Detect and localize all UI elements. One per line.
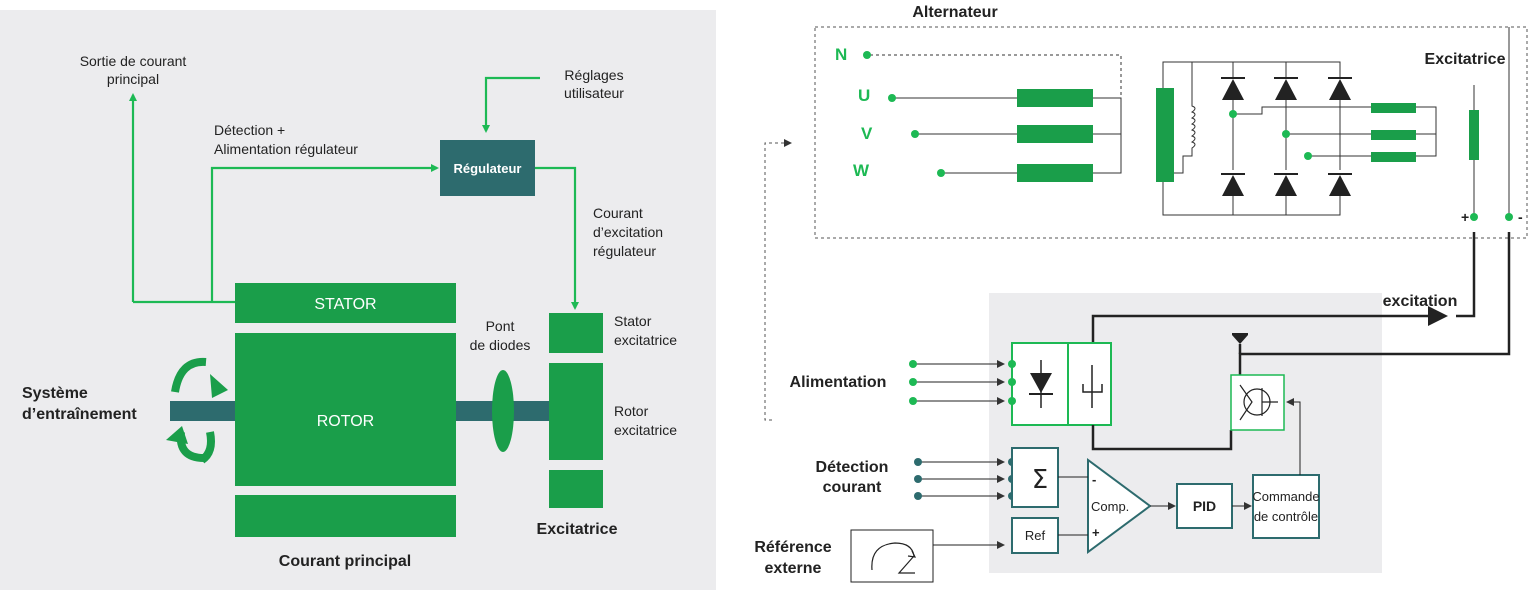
- reference-label-1: Référence: [754, 539, 831, 556]
- rotor-exc-block: [549, 363, 603, 460]
- rotor-exc-label-2: excitatrice: [614, 422, 677, 438]
- diode-icon: [1222, 175, 1244, 196]
- courant-exc-label-1: Courant: [593, 205, 643, 221]
- diode-icon: [1329, 175, 1351, 196]
- excitatrice-label-left: Excitatrice: [537, 521, 618, 538]
- rotor-label: ROTOR: [317, 413, 374, 430]
- winding-u: [1017, 89, 1093, 107]
- stator-block: [235, 283, 456, 323]
- exc-winding-2: [1371, 130, 1416, 140]
- comparator-triangle: [1087, 458, 1152, 554]
- stator-label: STATOR: [314, 296, 376, 313]
- winding-w: [1017, 164, 1093, 182]
- rotor-block: [235, 333, 456, 486]
- detection-label-2: Alimentation régulateur: [214, 141, 358, 157]
- alternateur-label: Alternateur: [912, 4, 997, 21]
- winding-v: [1017, 125, 1093, 143]
- rotation-arrowhead-top: [210, 374, 228, 398]
- reglages-label-1: Réglages: [564, 67, 623, 83]
- phase-w-label: W: [853, 161, 870, 180]
- reference-knob-box: [850, 529, 934, 583]
- excitatrice-label-right: Excitatrice: [1425, 51, 1506, 68]
- courant-exc-label-3: régulateur: [593, 243, 656, 259]
- alternateur-box: [814, 26, 1528, 239]
- stator-exc-bottom: [549, 470, 603, 508]
- phase-n-dot: [863, 51, 871, 59]
- phase-u-label: U: [858, 86, 870, 105]
- detection-label-2: courant: [823, 479, 882, 496]
- phase-v-label: V: [861, 124, 873, 143]
- bridge-dot: [1229, 110, 1237, 118]
- pont-label-1: Pont: [486, 318, 515, 334]
- exc-winding-1: [1371, 103, 1416, 113]
- courant-principal-label: Courant principal: [279, 553, 411, 570]
- systeme-label-1: Système: [22, 385, 88, 402]
- phase-n-label: N: [835, 45, 847, 64]
- detection-label-1: Détection: [816, 459, 889, 476]
- phase-u-dot: [888, 94, 896, 102]
- reference-label-2: externe: [765, 560, 822, 577]
- comp-plus-label: +: [1092, 525, 1100, 540]
- supply-block: [1011, 342, 1112, 426]
- diode-icon: [1329, 79, 1351, 100]
- stator-bottom-block: [235, 495, 456, 537]
- sortie-label-1: Sortie de courant: [80, 53, 187, 69]
- systeme-label-2: d’entraînement: [22, 406, 137, 423]
- diode-icon: [1222, 79, 1244, 100]
- sigma-box: [1011, 447, 1059, 508]
- excitation-current-lines: [1091, 232, 1511, 375]
- excitation-arrow: [1428, 306, 1448, 326]
- bridge-dot: [1304, 152, 1312, 160]
- rotor-exc-label-1: Rotor: [614, 403, 649, 419]
- phase-w-dot: [937, 169, 945, 177]
- phase-wires: [870, 27, 1510, 216]
- commande-label-1: Commande: [1252, 489, 1319, 504]
- regulateur-box: [440, 140, 535, 196]
- diode-bridge-ellipse: [492, 370, 514, 452]
- right-panel: Alternateur N U V W: [754, 4, 1528, 583]
- diode-icon: [1275, 175, 1297, 196]
- small-diode-icon: [1232, 335, 1248, 344]
- comp-minus-label: -: [1092, 472, 1096, 487]
- stator-exc-label-1: Stator: [614, 313, 652, 329]
- ref-label: Ref: [1025, 528, 1046, 543]
- bridge-dot: [1282, 130, 1290, 138]
- rotation-arrowhead-bottom: [166, 426, 188, 444]
- alimentation-label: Alimentation: [790, 374, 887, 391]
- minus-terminal-label: -: [1518, 209, 1523, 225]
- comp-label: Comp.: [1091, 499, 1129, 514]
- courant-exc-label-2: d’excitation: [593, 224, 663, 240]
- left-panel: Régulateur STATOR ROTOR Sortie de couran…: [0, 10, 716, 590]
- field-winding: [1156, 88, 1174, 182]
- feedback-dashed-line: [764, 139, 792, 421]
- sortie-label-2: principal: [107, 71, 159, 87]
- plus-terminal-label: +: [1461, 209, 1469, 225]
- pid-label: PID: [1193, 498, 1216, 514]
- minus-terminal-dot: [1505, 213, 1513, 221]
- capacitor-icon: [1082, 365, 1103, 408]
- left-wiring: [129, 76, 579, 310]
- plus-terminal-dot: [1470, 213, 1478, 221]
- diode-bridge: [1221, 77, 1352, 196]
- commande-box: [1252, 474, 1320, 539]
- coil-icon: [1174, 98, 1196, 174]
- commande-label-2: de contrôle: [1254, 509, 1318, 524]
- detection-inputs: [918, 458, 1005, 500]
- pont-label-2: de diodes: [470, 337, 531, 353]
- alimentation-inputs: [913, 360, 1005, 405]
- diode-icon: [1275, 79, 1297, 100]
- detection-label-1: Détection +: [214, 122, 285, 138]
- regulateur-label: Régulateur: [454, 161, 522, 176]
- stator-exc-label-2: excitatrice: [614, 332, 677, 348]
- exc-winding-3: [1371, 152, 1416, 162]
- reglages-label-2: utilisateur: [564, 85, 624, 101]
- stator-exc-top: [549, 313, 603, 353]
- phase-v-dot: [911, 130, 919, 138]
- sigma-label: Σ: [1032, 465, 1048, 495]
- exc-field-bar: [1469, 110, 1479, 160]
- ref-box: [1011, 517, 1059, 554]
